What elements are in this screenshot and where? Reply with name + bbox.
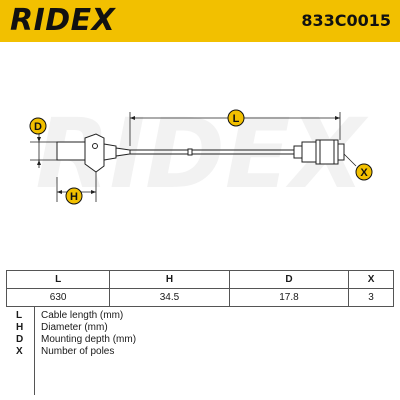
spec-table-values: 630 34.5 17.8 3 <box>5 288 394 307</box>
spec-value-d: 17.8 <box>228 288 350 307</box>
legend-text: Mounting depth (mm) <box>41 334 137 345</box>
badge-d: D <box>29 117 47 135</box>
legend-item: H Diameter (mm) <box>6 322 394 335</box>
legend-item: L Cable length (mm) <box>6 310 394 323</box>
connector <box>293 139 345 165</box>
legend-item: D Mounting depth (mm) <box>6 334 394 347</box>
sensor-cable <box>130 148 300 156</box>
callout-x: X <box>343 153 373 181</box>
sensor-body <box>56 133 131 173</box>
label-x: X <box>360 167 368 179</box>
label-l: L <box>233 113 240 125</box>
badge-l: L <box>227 109 245 127</box>
legend-divider <box>34 307 35 395</box>
label-h: H <box>70 191 78 203</box>
legend-symbol: D <box>16 334 24 345</box>
spec-value-l: 630 <box>5 288 111 307</box>
legend-text: Cable length (mm) <box>41 310 124 321</box>
spec-table: L H D X 630 34.5 17.8 3 <box>5 270 394 307</box>
spec-value-x: 3 <box>348 288 394 307</box>
spec-header-l: L <box>5 270 111 289</box>
spec-header-d: D <box>228 270 350 289</box>
legend-symbol: H <box>16 322 24 333</box>
spec-value-h: 34.5 <box>109 288 230 307</box>
spec-table-header: L H D X <box>5 270 394 289</box>
label-d: D <box>34 121 42 133</box>
badge-h: H <box>65 187 83 205</box>
legend-item: X Number of poles <box>6 346 394 359</box>
part-code: 833C0015 <box>301 11 391 30</box>
header-bar: RIDEX 833C0015 <box>0 0 400 42</box>
legend-text: Number of poles <box>41 346 115 357</box>
legend-symbol: L <box>16 310 23 321</box>
legend-symbol: X <box>16 346 23 357</box>
spec-header-h: H <box>109 270 230 289</box>
legend-text: Diameter (mm) <box>41 322 108 333</box>
brand-logo: RIDEX <box>10 3 116 38</box>
legend: L Cable length (mm) H Diameter (mm) D Mo… <box>6 306 394 395</box>
spec-header-x: X <box>348 270 394 289</box>
technical-drawing: RIDEX D H <box>29 98 373 210</box>
